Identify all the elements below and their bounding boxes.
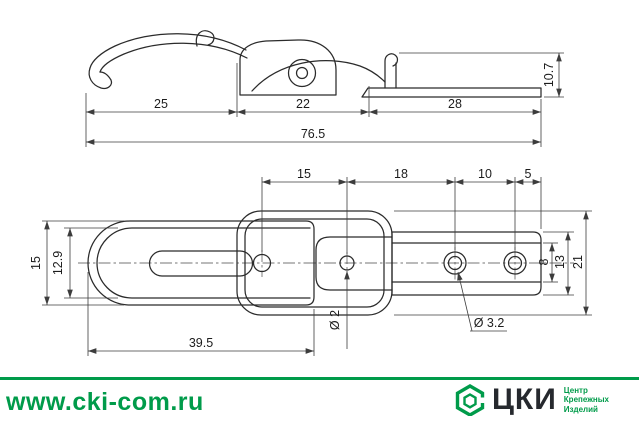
pivot-hole: [252, 253, 272, 273]
mount-hole2-outer: [503, 251, 527, 275]
dim-label-22: 22: [296, 97, 310, 111]
hexagon-gap: [479, 397, 485, 403]
dim-label-dia2: Ø 2: [328, 310, 342, 330]
technical-drawing: 25 22 28 76.5 10.7: [29, 30, 592, 356]
plan-view-centerlines: [78, 247, 574, 280]
dim-label-dia3-2: Ø 3.2: [474, 316, 505, 330]
dim-label-5: 5: [525, 167, 532, 181]
dim-label-18: 18: [394, 167, 408, 181]
plan-view-part: [87, 210, 542, 316]
dim-label-8: 8: [537, 258, 551, 265]
spring-end-loop: [195, 30, 215, 47]
dim-label-28: 28: [448, 97, 462, 111]
leaf-spring: [251, 60, 386, 92]
lever-outline: [87, 220, 315, 306]
dim-label-25: 25: [154, 97, 168, 111]
small-hole: [339, 255, 355, 271]
logo-abbreviation: ЦКИ: [492, 383, 557, 416]
cki-logo: ЦКИ Центр Крепежных Изделий: [455, 384, 609, 416]
strike-plate-plan: [391, 231, 542, 296]
cki-hexagon-icon: [455, 384, 485, 416]
logo-subtitle-line3: Изделий: [563, 404, 598, 414]
handle-hook-tip: [88, 67, 113, 90]
dim-label-13: 13: [553, 255, 567, 269]
dim-label-10-7: 10.7: [542, 63, 556, 87]
mount-hole1-outer: [443, 251, 467, 275]
frame-inner: [244, 218, 385, 308]
dim-label-12-9: 12.9: [51, 251, 65, 275]
logo-subtitle-line2: Крепежных: [563, 395, 609, 405]
dim-label-39-5: 39.5: [189, 336, 213, 350]
dim-label-15v: 15: [29, 256, 43, 270]
dim-label-15h: 15: [297, 167, 311, 181]
latch-handle-bottom-edge: [99, 42, 248, 73]
plan-view-dimensions: 15 18 10 5 15 12.9 8 13 21 39.5 Ø 2 Ø 3.…: [29, 167, 592, 356]
dim-label-76-5: 76.5: [301, 127, 325, 141]
footer-divider: [0, 377, 639, 380]
pivot-rivet-inner: [295, 66, 309, 80]
footer: www.cki-com.ru ЦКИ Центр Крепежных Издел…: [0, 377, 639, 425]
lever-slot: [148, 250, 254, 277]
logo-subtitle-line1: Центр: [563, 385, 588, 395]
side-view: 25 22 28 76.5 10.7: [85, 30, 564, 147]
catch-tongue: [315, 236, 393, 291]
dim-label-21: 21: [571, 255, 585, 269]
mount-hole2-inner: [507, 255, 523, 271]
mount-hole1-inner: [447, 255, 463, 271]
dim-label-10: 10: [478, 167, 492, 181]
plan-view: 15 18 10 5 15 12.9 8 13 21 39.5 Ø 2 Ø 3.…: [29, 167, 592, 356]
leader-dia3-2: [457, 271, 473, 332]
website-url: www.cki-com.ru: [6, 388, 204, 416]
side-view-part: [88, 30, 542, 98]
latch-handle-top-edge: [89, 33, 247, 69]
lever-inner-edge: [96, 227, 311, 299]
logo-subtitle: Центр Крепежных Изделий: [564, 386, 609, 415]
strike-plate-side: [361, 87, 542, 98]
latch-body-outline: [239, 39, 337, 96]
pivot-rivet-outer: [287, 58, 317, 88]
side-view-dimensions: 25 22 28 76.5 10.7: [85, 52, 564, 147]
